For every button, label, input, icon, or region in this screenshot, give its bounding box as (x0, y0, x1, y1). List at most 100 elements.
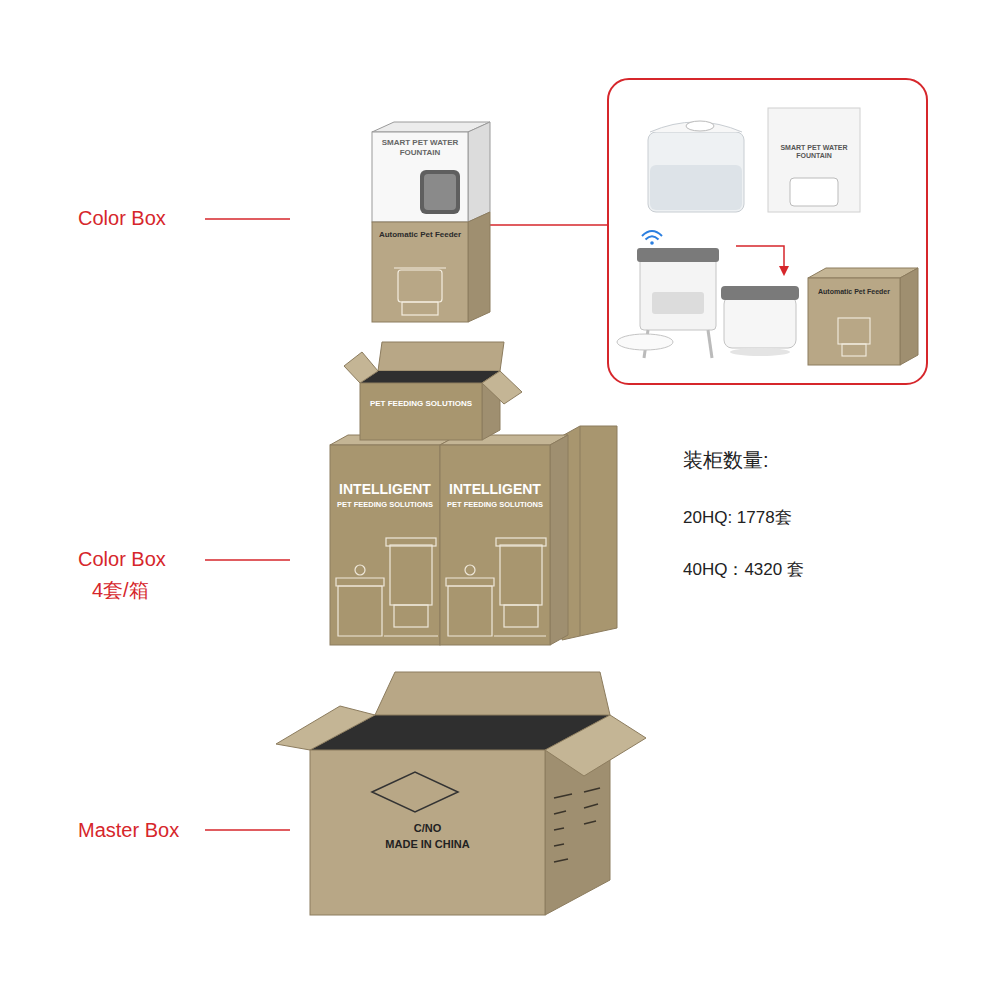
box-text: SMART PET WATER FOUNTAIN (376, 138, 464, 157)
box-edge (580, 426, 581, 636)
color-box: SMART PET WATER FOUNTAIN (768, 108, 860, 212)
mark-line (554, 811, 566, 814)
diamond-mark (372, 772, 458, 812)
box-text: INTELLIGENT (444, 481, 546, 498)
sketch-line (465, 565, 475, 575)
fountain-picture (686, 121, 714, 131)
product-picture (420, 170, 460, 214)
feeder-picture (617, 334, 673, 350)
color-box: INTELLIGENT PET FEEDING SOLUTIONS (330, 445, 440, 645)
sketch-line (386, 538, 436, 546)
mark-line (554, 844, 564, 846)
master-box: C/NO MADE IN CHINA (310, 750, 545, 915)
box-flap (378, 342, 504, 371)
leader-line (205, 559, 290, 561)
sketch-line (384, 635, 438, 636)
product-picture (790, 178, 838, 206)
feeder-picture (721, 286, 799, 300)
sketch-line (448, 586, 492, 636)
feeder-picture (730, 348, 790, 356)
callout-panel: SMART PET WATER FOUNTAIN Automatic Pet Fe… (607, 78, 928, 385)
fountain-picture (650, 122, 742, 132)
open-box: PET FEEDING SOLUTIONS (360, 383, 482, 440)
box-front-face (310, 750, 545, 915)
box-flap (344, 352, 378, 383)
sketch-line (398, 270, 442, 302)
feeder-picture (640, 258, 716, 330)
leader-line (205, 218, 290, 220)
feeder-picture (652, 292, 704, 314)
feeder-sketch (394, 268, 446, 315)
box-side-face (468, 212, 490, 322)
box-text: PET FEEDING SOLUTIONS (334, 500, 436, 509)
box-side-face (468, 122, 490, 222)
feeder-picture (724, 296, 796, 348)
sketch-line (355, 565, 365, 575)
product-picture (424, 174, 456, 210)
red-arrow (736, 246, 784, 274)
feeder-sketch (336, 538, 546, 636)
callout-label: Color Box (78, 206, 166, 230)
sketch-line (336, 578, 384, 586)
box-top-face (808, 268, 918, 278)
wifi-icon (646, 236, 659, 239)
box-text: C/NO (314, 822, 541, 835)
sketch-line (504, 605, 538, 627)
box-front-face (440, 445, 550, 645)
callout-label: 20HQ: 1778套 (683, 508, 792, 528)
color-box: SMART PET WATER FOUNTAIN (372, 132, 468, 222)
sketch-line (496, 538, 546, 546)
sketch-line (338, 586, 382, 636)
color-box: INTELLIGENT PET FEEDING SOLUTIONS (440, 445, 550, 645)
box-text: SMART PET WATER FOUNTAIN (772, 144, 856, 161)
feeder-picture (637, 248, 719, 262)
callout-label: Master Box (78, 818, 179, 842)
color-box: Automatic Pet Feeder (372, 222, 468, 322)
mark-line (554, 828, 564, 830)
box-front-face (372, 132, 468, 222)
box-text: PET FEEDING SOLUTIONS (444, 500, 546, 509)
sketch-line (390, 545, 432, 605)
box-side-face (550, 435, 568, 645)
sketch-line (394, 605, 428, 627)
fountain-picture (648, 132, 744, 212)
sketch-line (446, 578, 494, 586)
box-interior (360, 371, 500, 383)
box-front-face (808, 278, 900, 365)
callout-label: 4套/箱 (92, 578, 149, 602)
box-front-face (360, 383, 482, 440)
box-front-face (768, 108, 860, 212)
shipping-marks (554, 788, 600, 862)
callout-label: Color Box (78, 547, 166, 571)
sketch-line (838, 318, 870, 344)
sketch-line (394, 267, 446, 268)
mark-line (584, 788, 600, 792)
wifi-icon (650, 241, 654, 245)
sketch-line (500, 545, 542, 605)
leader-line (205, 829, 290, 831)
box-front-face (330, 445, 440, 645)
box-text: PET FEEDING SOLUTIONS (364, 399, 478, 409)
mark-line (554, 794, 572, 798)
mark-line (554, 859, 568, 862)
box-text: MADE IN CHINA (314, 838, 541, 851)
box-side-face (900, 268, 918, 365)
box-text: Automatic Pet Feeder (376, 230, 464, 240)
box-text: INTELLIGENT (334, 481, 436, 498)
box-front-face (372, 222, 468, 322)
box-flap (375, 672, 610, 715)
mark-line (584, 804, 598, 808)
callout-label: 装柜数量: (683, 448, 769, 472)
box-flap (545, 715, 646, 776)
feeder-sketch (838, 318, 870, 356)
box-text: Automatic Pet Feeder (812, 288, 896, 296)
color-box: Automatic Pet Feeder (808, 278, 900, 365)
feeder-picture (708, 330, 712, 358)
fountain-picture (650, 165, 742, 210)
box-flap (482, 371, 522, 404)
sketch-line (842, 344, 866, 356)
sketch-line (402, 302, 438, 315)
callout-label: 40HQ：4320 套 (683, 560, 804, 580)
